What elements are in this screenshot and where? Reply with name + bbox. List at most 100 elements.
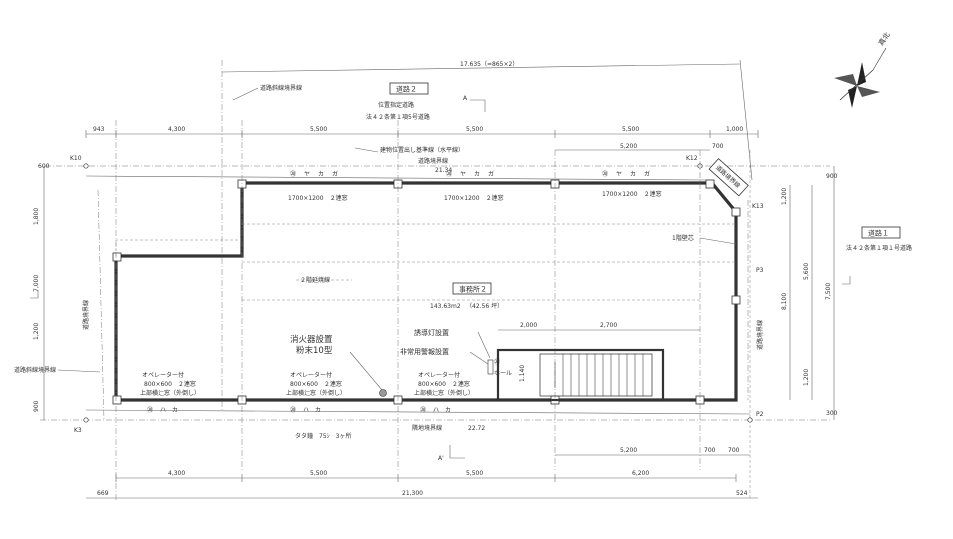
dim-bottom-left-small: 669	[97, 490, 109, 497]
svg-text:オペレーター付: オペレーター付	[290, 371, 332, 379]
office-area: 143.63m2	[430, 303, 461, 310]
tap-note: タタ鐘 75ｼ 3ヶ所	[295, 432, 351, 440]
grid-k13: K13	[752, 203, 764, 210]
svg-text:ヤ: ヤ	[460, 171, 466, 178]
section-a2-label: A'	[438, 455, 444, 462]
dim-stair-1: 2,700	[600, 322, 617, 329]
extinguisher-icon	[379, 389, 387, 397]
svg-text:ヤ: ヤ	[616, 171, 622, 178]
svg-text:1700×1200 ２連窓: 1700×1200 ２連窓	[602, 190, 662, 198]
dim-right-0: 1,200	[781, 188, 788, 205]
grid-k12: K12	[686, 155, 698, 162]
svg-text:⑳: ⑳	[420, 406, 426, 414]
road-boundary-right-vertical: 道路境界線	[756, 320, 764, 350]
office-badge-text: 事務所２	[459, 285, 487, 294]
dim-bottom-right-2: 700	[728, 447, 740, 454]
svg-text:カ: カ	[630, 171, 636, 178]
svg-text:⑳: ⑳	[446, 170, 452, 178]
alarm-label: 非常用警報設置	[400, 347, 449, 356]
grid-k3: K3	[74, 427, 82, 434]
office-badge	[452, 282, 492, 295]
svg-text:ハ: ハ	[433, 407, 439, 414]
svg-text:ガ: ガ	[488, 170, 494, 178]
svg-text:ヤ: ヤ	[304, 171, 310, 178]
svg-text:ガ: ガ	[332, 170, 338, 178]
dim-left-1: 7,000	[33, 275, 40, 292]
svg-text:ハ: ハ	[303, 407, 309, 414]
stair-enclosure	[496, 348, 665, 402]
road2-line1: 位置指定道路	[378, 101, 414, 109]
window-bottom-marks: ⑳ ハ カ ⑳ ハ カ ⑳ ハ カ	[147, 406, 451, 414]
svg-text:上部横辷窓（外倒し）: 上部横辷窓（外倒し）	[140, 389, 200, 397]
dim-top-4: 5,500	[622, 126, 639, 133]
road-boundary-left-line	[97, 189, 105, 421]
section-left-marker	[30, 290, 39, 299]
dim-top-0: 943	[93, 126, 105, 133]
extinguisher-label-1: 消火器設置	[290, 334, 333, 345]
top-overall-dim-line	[221, 63, 741, 73]
dim-stair-0: 2,000	[520, 322, 537, 329]
svg-text:1700×1200 ２連窓: 1700×1200 ２連窓	[444, 194, 504, 202]
svg-text:カ: カ	[445, 407, 451, 414]
staircase	[539, 353, 653, 397]
second-floor-outline: ２階延焼線	[300, 276, 330, 284]
road2-badge-text: 道路２	[396, 85, 417, 94]
hall-label: ホール	[494, 370, 512, 377]
dim-hall: 1.140	[519, 365, 526, 382]
svg-text:カ: カ	[474, 171, 480, 178]
dim-top-1: 4,300	[168, 126, 185, 133]
svg-text:カ: カ	[318, 171, 324, 178]
dim-mid-right: 5,200	[620, 143, 637, 150]
dim-top-3: 5,500	[466, 126, 483, 133]
svg-text:800×600 ２連窓: 800×600 ２連窓	[144, 380, 196, 388]
columns	[112, 179, 741, 405]
dim-right-5: 900	[826, 173, 838, 180]
window-top-left: ⑳ ヤ カ ガ 1700×1200 ２連窓	[288, 170, 348, 202]
dim-bottom-span-2: 5,500	[466, 470, 483, 477]
svg-text:800×600 ２連窓: 800×600 ２連窓	[290, 380, 342, 388]
svg-text:カ: カ	[315, 407, 321, 414]
dim-left-2: 1,200	[33, 323, 40, 340]
site-boundary-bottom: 隣地境界線	[412, 424, 442, 432]
top-overall-dim: 17.635（=865×2）	[460, 61, 518, 68]
site-boundary-bottom-line	[85, 409, 751, 415]
grid-p3: P3	[756, 267, 764, 274]
top-boundary-length: 21.34	[435, 167, 452, 174]
svg-text:⑳: ⑳	[290, 406, 296, 414]
road2-line2: 法４２条第１項5号道路	[366, 113, 430, 121]
road-boundary-top: 道路境界線	[418, 157, 448, 165]
dim-top-5: 1,000	[726, 126, 743, 133]
svg-text:ガ: ガ	[644, 170, 650, 178]
hall-mark: ⑳	[494, 358, 500, 366]
dim-bottom-span-1: 5,500	[310, 470, 327, 477]
road1-badge-text: 道路１	[868, 229, 889, 238]
window-bottom-left: オペレーター付 800×600 ２連窓 上部横辷窓（外倒し）	[140, 371, 200, 397]
svg-text:上部横辷窓（外倒し）: 上部横辷窓（外倒し）	[286, 389, 346, 397]
window-bottom-right: オペレーター付 800×600 ２連窓 上部横辷窓（外倒し）	[414, 371, 474, 397]
window-top-right: ⑳ ヤ カ ガ 1700×1200 ２連窓	[602, 170, 662, 198]
guide-light-label: 誘導灯設置	[414, 328, 449, 337]
bottom-boundary-length: 22.72	[468, 425, 485, 432]
svg-text:オペレーター付: オペレーター付	[418, 371, 460, 379]
road-slant-boundary-top: 道路斜線境界線	[260, 84, 302, 92]
svg-text:1700×1200 ２連窓: 1700×1200 ２連窓	[288, 194, 348, 202]
svg-text:⑳: ⑳	[147, 406, 153, 414]
svg-text:⑳: ⑳	[290, 170, 296, 178]
dim-bottom-span-0: 4,300	[168, 470, 185, 477]
dim-bottom-right-1: 700	[704, 447, 716, 454]
dim-edge-bottom: 300	[826, 410, 838, 417]
section-right-marker	[842, 276, 851, 285]
bldg-position-ref: 建物位置出し基準線（水平線）	[380, 146, 464, 154]
dim-bottom-total: 21,300	[402, 490, 423, 497]
road1-badge	[861, 226, 901, 239]
svg-text:⑳: ⑳	[602, 170, 608, 178]
dim-right-1: 5,600	[803, 263, 810, 280]
window-bottom-mid: オペレーター付 800×600 ２連窓 上部横辷窓（外倒し）	[286, 371, 346, 397]
dim-bottom-span-3: 6,200	[632, 470, 649, 477]
svg-text:800×600 ２連窓: 800×600 ２連窓	[418, 380, 470, 388]
road2-badge	[389, 82, 429, 95]
road-slant-boundary-left: 道路斜線境界線	[14, 366, 56, 374]
alarm-device-icon	[487, 359, 494, 375]
office-tatami: （42.56 坪）	[466, 302, 503, 310]
